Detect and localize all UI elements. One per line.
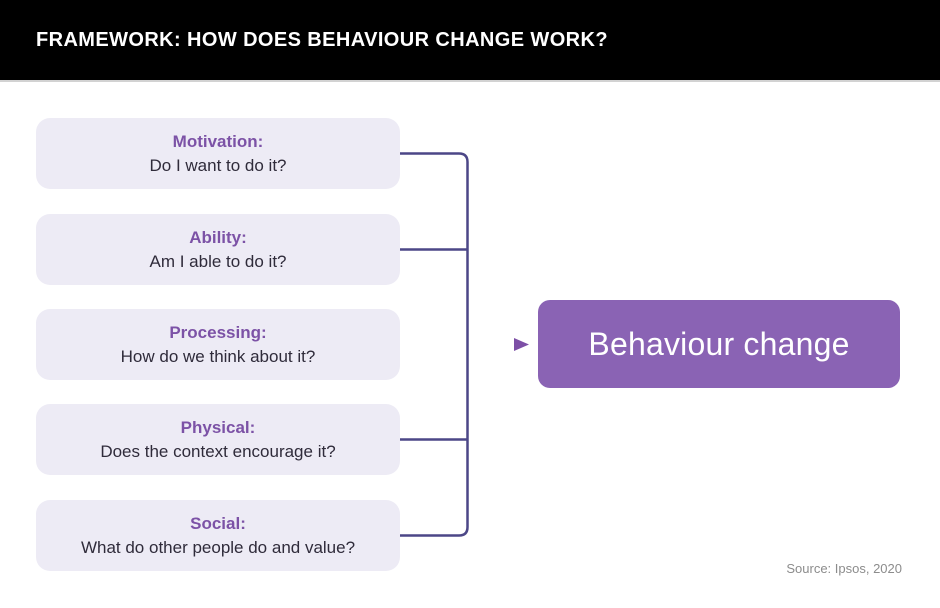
factor-card-physical: Physical: Does the context encourage it? xyxy=(36,404,400,475)
factor-label: Motivation: xyxy=(172,131,264,151)
outcome-label: Behaviour change xyxy=(588,325,850,362)
header-bar: FRAMEWORK: HOW DOES BEHAVIOUR CHANGE WOR… xyxy=(0,0,940,82)
factor-question: Am I able to do it? xyxy=(149,251,287,271)
factor-question: How do we think about it? xyxy=(120,346,316,366)
source-attribution: Source: Ipsos, 2020 xyxy=(786,561,902,576)
factor-question: Do I want to do it? xyxy=(149,155,287,175)
factor-card-ability: Ability: Am I able to do it? xyxy=(36,214,400,285)
factor-label: Processing: xyxy=(169,322,267,342)
bracket-connector xyxy=(400,152,469,537)
outcome-card: Behaviour change xyxy=(538,300,900,388)
factor-question: What do other people do and value? xyxy=(80,537,356,557)
factor-question: Does the context encourage it? xyxy=(100,441,336,461)
factor-label: Ability: xyxy=(189,227,247,247)
factor-label: Social: xyxy=(190,513,246,533)
factor-card-processing: Processing: How do we think about it? xyxy=(36,309,400,380)
factor-card-social: Social: What do other people do and valu… xyxy=(36,500,400,571)
page-title: FRAMEWORK: HOW DOES BEHAVIOUR CHANGE WOR… xyxy=(36,28,608,51)
factor-label: Physical: xyxy=(180,417,256,437)
arrow-head-icon xyxy=(514,338,529,351)
factor-card-motivation: Motivation: Do I want to do it? xyxy=(36,118,400,189)
